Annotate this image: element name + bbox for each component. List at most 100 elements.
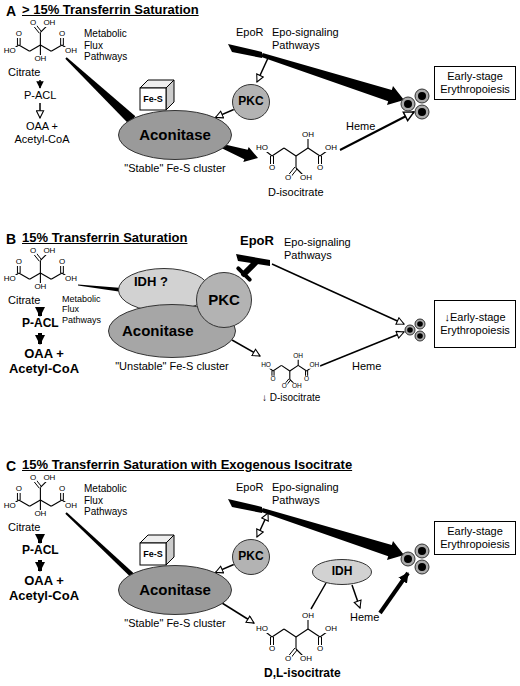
kinase-circle: PKC (232, 84, 270, 120)
compound-label: D-isocitrate (268, 186, 324, 199)
atom-label: O (15, 258, 23, 266)
signal-arrow (257, 513, 268, 537)
kinase-circle: PKC (232, 539, 270, 575)
atom-label: O (284, 655, 292, 663)
atom-label: O (268, 164, 276, 172)
bond-line (19, 45, 30, 51)
erythroid-cells (405, 319, 425, 341)
bond-line (281, 365, 289, 371)
product-label: OAA + Acetyl-CoA (10, 120, 74, 145)
atom-label: O (29, 19, 37, 27)
bond-line (40, 32, 41, 45)
atom-label: O (316, 164, 324, 172)
kinase-circle: PKC (196, 272, 252, 328)
atom-label: HO (255, 625, 269, 633)
atom-label: O (281, 383, 288, 390)
panel-heading: 15% Transferrin Saturation with Exogenou… (22, 458, 352, 473)
bond-line (272, 148, 284, 156)
atom-label: O (29, 474, 37, 482)
pathway-label: Epo-signaling Pathways (272, 26, 356, 51)
node-text: Early-stage Erythropoiesis (439, 70, 511, 95)
bond-line (30, 500, 41, 506)
product-arrow (221, 144, 258, 162)
bond-line (51, 273, 62, 279)
bond-line (290, 365, 298, 371)
heme-label: Heme (352, 360, 381, 373)
flux-arrow (39, 80, 41, 88)
atom-label: O (284, 174, 292, 182)
flux-wedge (65, 57, 135, 123)
pathway-label: Metabolic Flux Pathways (84, 483, 142, 518)
node-text: PKC (238, 95, 263, 109)
compound-label: Citrate (8, 66, 40, 79)
cluster-note: "Stable" Fe-S cluster (124, 617, 225, 630)
cube-front (140, 88, 166, 110)
atom-label: O (269, 376, 276, 383)
flux-arrow (38, 308, 42, 316)
bond-line (289, 371, 290, 379)
compound-label: ↓ D-isocitrate (262, 392, 320, 404)
ellipse-shape (197, 273, 252, 328)
ellipse-shape (119, 566, 232, 615)
heme-arrow (352, 585, 360, 608)
enzyme-ellipse: Aconitase"Stable" Fe-S cluster (118, 565, 232, 615)
product-arrow (232, 340, 260, 356)
panel-letter: A (6, 3, 16, 19)
bond-line (30, 45, 41, 51)
cube-side (166, 535, 174, 565)
atom-label: O (58, 30, 66, 38)
ellipse-shape (119, 111, 232, 160)
atom-label: HO (3, 502, 17, 510)
compound-label: Citrate (8, 294, 40, 307)
bond-line (308, 629, 320, 637)
atom-label: O (58, 485, 66, 493)
heme-arrow (380, 573, 408, 613)
atom-label: HO (3, 275, 17, 283)
flux-arrow (39, 103, 41, 118)
bond-line (296, 629, 308, 637)
atom-label: OH (42, 474, 56, 482)
enzyme-label: P-ACL (24, 89, 56, 102)
atom-label: OH (33, 55, 47, 63)
iron-sulfur-cube: Fe-S (140, 535, 174, 565)
enzyme-ellipse: IDH (312, 559, 372, 585)
atom-label: OH (42, 19, 56, 27)
signal-arrow (261, 508, 404, 560)
receptor-label: EpoR (236, 26, 264, 39)
atom-label: OH (299, 655, 313, 663)
receptor-label: EpoR (236, 481, 264, 494)
inhibition-line (244, 262, 256, 274)
atom-label: O (303, 376, 310, 383)
node-text: ↓Early-stage Erythropoiesis (439, 311, 511, 336)
ellipse-shape (233, 540, 270, 575)
activation-arrow (216, 109, 234, 117)
product-label: OAA + Acetyl-CoA (8, 574, 80, 604)
signal-arrow (272, 264, 404, 324)
node-text: Fe-S (140, 88, 166, 110)
atom-label: HO (3, 47, 17, 55)
panel-heading: 15% Transferrin Saturation (22, 231, 187, 246)
atom-label: HO (255, 144, 269, 152)
bond-line (19, 273, 30, 279)
atom-label: OH (291, 383, 303, 390)
bond-line (51, 500, 62, 506)
bond-line (40, 45, 51, 51)
erythroid-cells (401, 544, 429, 574)
activation-arrow (216, 564, 234, 572)
flux-wedge (78, 285, 122, 293)
flux-arrow (38, 333, 42, 344)
bond-line (295, 156, 296, 168)
receptor-symbol (228, 44, 262, 58)
ellipse-shape (313, 560, 372, 585)
node-text: Aconitase (139, 581, 211, 598)
enzyme-label: P-ACL (22, 544, 59, 558)
atom-label: OH (292, 353, 304, 360)
bond-line (40, 500, 51, 506)
pathway-label: Metabolic Flux Pathways (62, 294, 108, 325)
compound-label: Citrate (8, 521, 40, 534)
bond-line (40, 260, 41, 273)
product-arrow (222, 603, 254, 623)
flux-arrow (38, 535, 42, 543)
heme-arrow (340, 112, 414, 150)
pathway-label: Epo-signaling Pathways (284, 236, 368, 261)
